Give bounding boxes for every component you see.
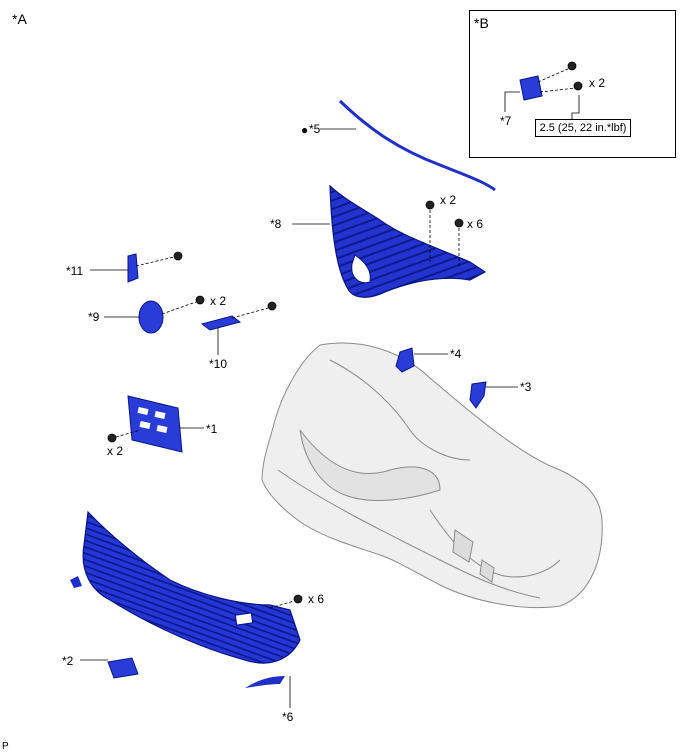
screw-icon xyxy=(454,218,464,228)
fastener-guide-lines xyxy=(115,67,577,609)
quantity-part-1-screw: x 2 xyxy=(107,444,124,458)
callout-part-9: *9 xyxy=(88,310,100,324)
callout-part-7: *7 xyxy=(500,114,512,128)
quantity-part-8-clip: x 2 xyxy=(440,193,457,207)
part-4-bracket xyxy=(395,347,415,373)
screw-icon xyxy=(425,200,435,210)
leader-lines xyxy=(80,91,580,708)
screw-icon xyxy=(195,295,205,305)
callout-part-8: *8 xyxy=(270,217,282,231)
callout-part-6: *6 xyxy=(282,710,294,724)
callout-part-2: *2 xyxy=(62,654,74,668)
footer-code: P xyxy=(2,741,9,752)
part-6-lower-grille xyxy=(70,510,301,688)
part-3-bracket xyxy=(469,381,487,409)
part-10-bracket xyxy=(200,315,242,331)
quantity-part-8-screw: x 6 xyxy=(467,217,484,231)
screw-icon xyxy=(567,61,577,71)
callout-part-5: *5 xyxy=(309,122,321,136)
part-1-license-bracket xyxy=(127,395,183,453)
callout-part-3: *3 xyxy=(520,380,532,394)
front-bumper-cover xyxy=(261,342,603,609)
part-5-moulding-strip xyxy=(338,99,496,192)
torque-spec-box: 2.5 (25, 22 in.*lbf) xyxy=(535,119,631,137)
part-9-emblem xyxy=(138,300,164,334)
callout-part-10: *10 xyxy=(209,357,228,371)
screw-icon xyxy=(267,301,277,311)
callout-part-11: *11 xyxy=(66,264,84,278)
callout-part-1: *1 xyxy=(206,422,218,436)
screw-icon xyxy=(107,433,117,443)
part-7-sensor-bracket xyxy=(519,75,543,101)
bullet-mark: ● xyxy=(301,123,309,137)
part-2-cover xyxy=(107,657,139,679)
quantity-part-9-screw: x 2 xyxy=(210,294,227,308)
part-11-sensor xyxy=(127,253,139,283)
view-label-b: *B xyxy=(474,15,489,31)
screw-icon xyxy=(293,594,303,604)
part-8-upper-grille xyxy=(329,184,487,298)
quantity-inset-fastener: x 2 xyxy=(589,76,606,90)
screw-icon xyxy=(173,251,183,261)
quantity-part-6-screw: x 6 xyxy=(308,592,325,606)
view-label-a: *A xyxy=(12,11,27,27)
callout-part-4: *4 xyxy=(450,347,462,361)
inset-frame-b xyxy=(469,10,676,158)
fasteners xyxy=(107,61,583,604)
